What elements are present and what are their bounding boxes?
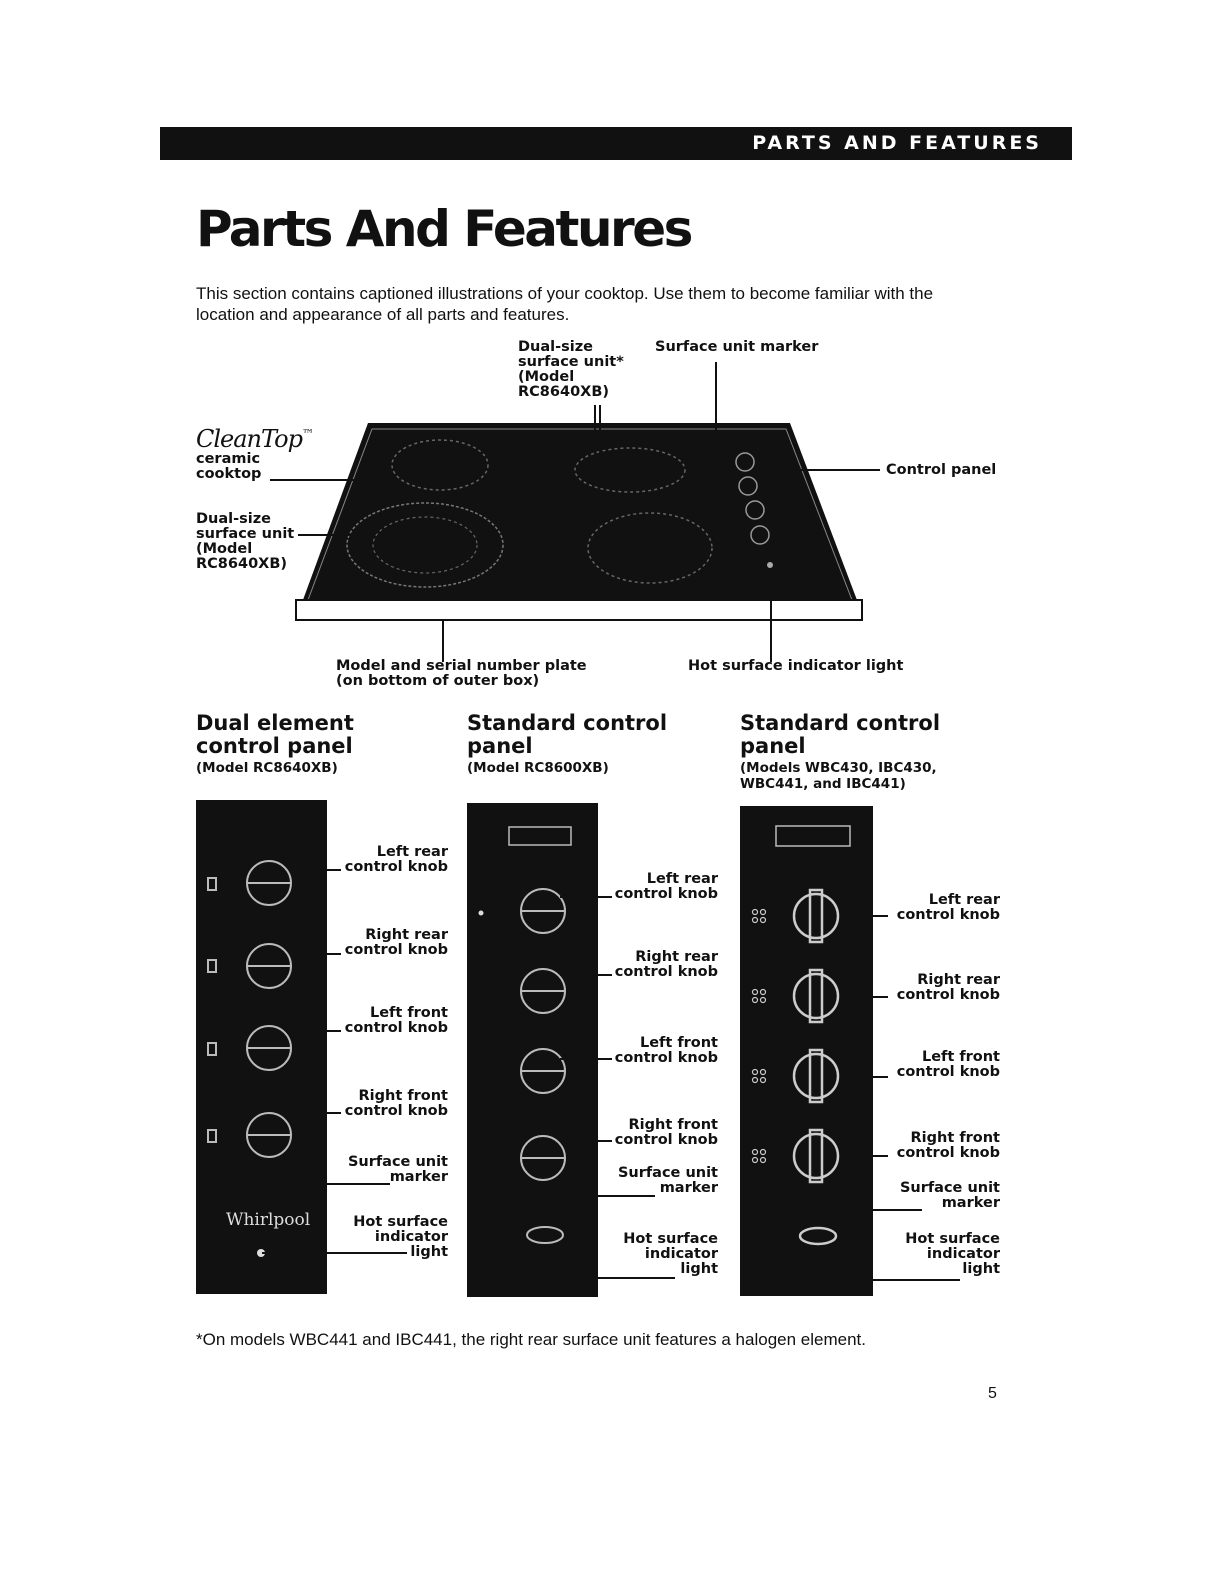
dual-element-control-panel: Whirlpool xyxy=(196,800,327,1294)
panel-3-left-rear-label: Left rear control knob xyxy=(896,892,1000,923)
panel-3-surface-unit-marker-label: Surface unit marker xyxy=(899,1180,1000,1211)
panel-3-model: (Models WBC430, IBC430, WBC441, and IBC4… xyxy=(740,760,937,792)
panel-1-right-front-label: Right front control knob xyxy=(344,1088,448,1119)
panel-1-left-front-label: Left front control knob xyxy=(344,1005,448,1036)
panel-1-left-rear-label: Left rear control knob xyxy=(344,844,448,875)
panel-1-heading: Dual element control panel xyxy=(196,711,354,758)
knob-icon xyxy=(735,452,755,472)
panel-2-heading: Standard control panel xyxy=(467,711,668,758)
right-rear-burner xyxy=(574,447,686,493)
section-header-bar: PARTS AND FEATURES xyxy=(160,127,1072,160)
surface-unit-marker-label: Surface unit marker xyxy=(655,339,819,355)
left-rear-burner xyxy=(391,439,489,491)
panel-1-hot-surface-label: Hot surface indicator light xyxy=(353,1214,448,1260)
indicator-light-icon xyxy=(767,562,773,568)
section-header-text: PARTS AND FEATURES xyxy=(752,132,1042,154)
panel-3-right-front-label: Right front control knob xyxy=(896,1130,1000,1161)
panel-1-right-rear-label: Right rear control knob xyxy=(344,927,448,958)
ceramic-cooktop-label: ceramic cooktop xyxy=(196,451,262,482)
footnote: *On models WBC441 and IBC441, the right … xyxy=(196,1330,866,1349)
panel-2-left-front-label: Left front control knob xyxy=(614,1035,718,1066)
knob-icon xyxy=(738,476,758,496)
left-front-dual-burner xyxy=(346,502,504,588)
cooktop-surface xyxy=(300,423,860,608)
control-panel-label: Control panel xyxy=(886,462,997,478)
panel-3-heading: Standard control panel xyxy=(740,711,941,758)
cleantop-logo: CleanTop™ xyxy=(196,425,314,453)
standard-control-panel-wbc xyxy=(740,806,873,1296)
hot-surface-light-label: Hot surface indicator light xyxy=(688,658,904,674)
panel-3-left-front-label: Left front control knob xyxy=(896,1049,1000,1080)
knob-icon xyxy=(745,500,765,520)
panel-3-hot-surface-label: Hot surface indicator light xyxy=(905,1231,1000,1277)
intro-paragraph: This section contains captioned illustra… xyxy=(196,284,934,324)
knob-icon xyxy=(750,525,770,545)
dual-size-top-label: Dual-size surface unit* (Model RC8640XB) xyxy=(518,339,624,400)
panel-1-surface-unit-marker-label: Surface unit marker xyxy=(347,1154,448,1185)
panel-2-surface-unit-marker-label: Surface unit marker xyxy=(617,1165,718,1196)
right-front-burner xyxy=(587,512,713,584)
panel-2-right-rear-label: Right rear control knob xyxy=(614,949,718,980)
panel-2-left-rear-label: Left rear control knob xyxy=(614,871,718,902)
panel-2-right-front-label: Right front control knob xyxy=(614,1117,718,1148)
panel-3-right-rear-label: Right rear control knob xyxy=(896,972,1000,1003)
panel-2-model: (Model RC8600XB) xyxy=(467,760,609,776)
page-title: Parts And Features xyxy=(196,200,693,258)
model-plate-label: Model and serial number plate (on bottom… xyxy=(336,658,587,689)
standard-control-panel-rc8600 xyxy=(467,803,598,1297)
panel-2-hot-surface-label: Hot surface indicator light xyxy=(623,1231,718,1277)
panel-1-model: (Model RC8640XB) xyxy=(196,760,338,776)
page-number: 5 xyxy=(988,1385,997,1402)
dual-size-left-label: Dual-size surface unit (Model RC8640XB) xyxy=(196,511,295,572)
whirlpool-logo: Whirlpool xyxy=(226,1210,311,1230)
cooktop-front-edge xyxy=(295,599,863,621)
